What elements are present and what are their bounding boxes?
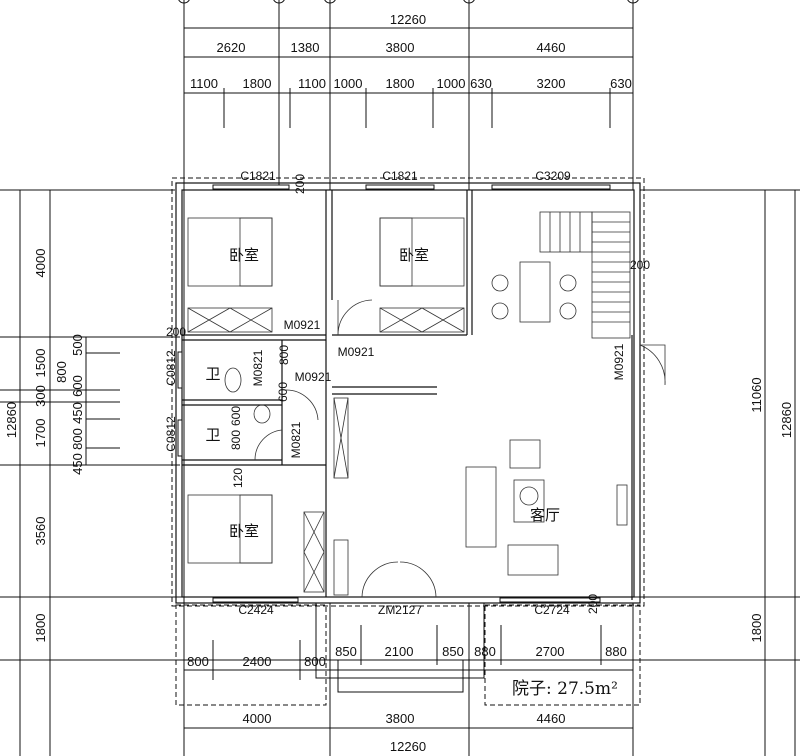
door-label: M0821 <box>289 421 303 458</box>
small-dim: 800 <box>277 345 291 365</box>
dim-text: 3560 <box>33 517 48 546</box>
dim-text: 12860 <box>779 402 794 438</box>
dim-text: 4000 <box>243 711 272 726</box>
dim-text: 2100 <box>385 644 414 659</box>
bottom-dims: 800 2400 800 850 2100 850 880 2700 880 4… <box>187 644 627 754</box>
room-bathroom-1: 卫 <box>205 365 220 383</box>
dim-text: 1800 <box>33 614 48 643</box>
window-label: C1821 <box>382 169 418 183</box>
dim-text: 1100 <box>298 76 326 91</box>
bed-top-middle <box>379 217 465 287</box>
dim-text: 1800 <box>386 76 415 91</box>
dim-text: 630 <box>470 76 492 91</box>
dim-text: 3800 <box>386 711 415 726</box>
room-bedroom-3: 卧室 <box>229 522 259 540</box>
dim-text: 800 <box>70 428 85 450</box>
dim-text: 880 <box>474 644 496 659</box>
window-label: C0812 <box>164 416 178 452</box>
dim-text: 4460 <box>537 40 566 55</box>
room-bedroom-1: 卧室 <box>229 246 259 264</box>
dim-text: 3800 <box>386 40 415 55</box>
window-label: C2424 <box>238 603 274 617</box>
right-dims: 11060 12860 1800 <box>749 377 794 642</box>
window-label: C1821 <box>240 169 276 183</box>
room-living: 客厅 <box>530 506 560 524</box>
door-label: M0921 <box>338 345 375 359</box>
dim-text: 1000 <box>437 76 466 91</box>
dim-left-total: 12860 <box>4 402 19 438</box>
dim-text: 800 <box>304 654 326 669</box>
dim-text: 600 <box>70 375 85 397</box>
small-dim: 200 <box>630 258 650 272</box>
door-label: M0821 <box>251 349 265 386</box>
dim-text: 1800 <box>749 614 764 643</box>
dim-text: 1800 <box>243 76 272 91</box>
dim-text: 1380 <box>291 40 320 55</box>
dim-text: 800 <box>54 361 69 383</box>
top-dims-row3: 1100 1800 1100 1000 1800 1000 630 3200 6… <box>190 76 632 91</box>
yard-area: 院子: 27.5m² <box>512 679 618 699</box>
dim-text: 4460 <box>537 711 566 726</box>
bed-top-left <box>187 217 273 287</box>
dim-text: 450 <box>70 453 85 475</box>
dim-text: 300 <box>33 385 48 407</box>
dim-bottom-total: 12260 <box>390 739 426 754</box>
dim-text: 2620 <box>217 40 246 55</box>
dim-text: 800 <box>187 654 209 669</box>
dim-text: 3200 <box>537 76 566 91</box>
window-label: C0812 <box>164 350 178 386</box>
dim-text: 1700 <box>33 419 48 448</box>
dim-text: 630 <box>610 76 632 91</box>
dim-text: 1000 <box>334 76 363 91</box>
door-label: M0921 <box>284 318 321 332</box>
left-dims: 12860 4000 1500 300 1700 3560 1800 500 8… <box>4 249 85 643</box>
small-dim: 200 <box>586 594 600 614</box>
small-dim: 600 <box>229 406 243 426</box>
small-dim: 200 <box>166 325 186 339</box>
small-dim: 600 <box>276 382 290 402</box>
dim-text: 1500 <box>33 349 48 378</box>
dim-top-total: 12260 <box>390 12 426 27</box>
room-labels: 卧室 卧室 卧室 卫 卫 客厅 院子: 27.5m² <box>205 246 617 699</box>
window-label: C3209 <box>535 169 571 183</box>
walls <box>171 177 666 706</box>
dim-text: 880 <box>605 644 627 659</box>
dim-text: 850 <box>442 644 464 659</box>
window-label: C2724 <box>534 603 570 617</box>
dim-text: 1100 <box>190 76 218 91</box>
room-bathroom-2: 卫 <box>205 426 220 444</box>
door-label: ZM2127 <box>378 603 422 617</box>
door-label: M0921 <box>295 370 332 384</box>
small-dim: 800 <box>229 430 243 450</box>
dim-text: 11060 <box>749 377 764 412</box>
opening-labels: C1821 C1821 C3209 C0812 C0812 C2424 C272… <box>164 169 650 617</box>
dim-text: 4000 <box>33 249 48 278</box>
staircase <box>539 211 631 339</box>
dim-text: 850 <box>335 644 357 659</box>
dim-text: 2400 <box>243 654 272 669</box>
dim-text: 2700 <box>536 644 565 659</box>
dim-text: 500 <box>70 334 85 356</box>
dim-text: 450 <box>70 402 85 424</box>
small-dim: 200 <box>293 174 307 194</box>
bed-bottom-left <box>187 494 273 564</box>
small-dim: 120 <box>231 468 245 488</box>
top-dims-row2: 2620 1380 3800 4460 <box>217 40 566 55</box>
room-bedroom-2: 卧室 <box>399 246 429 264</box>
door-label: M0921 <box>612 343 626 380</box>
